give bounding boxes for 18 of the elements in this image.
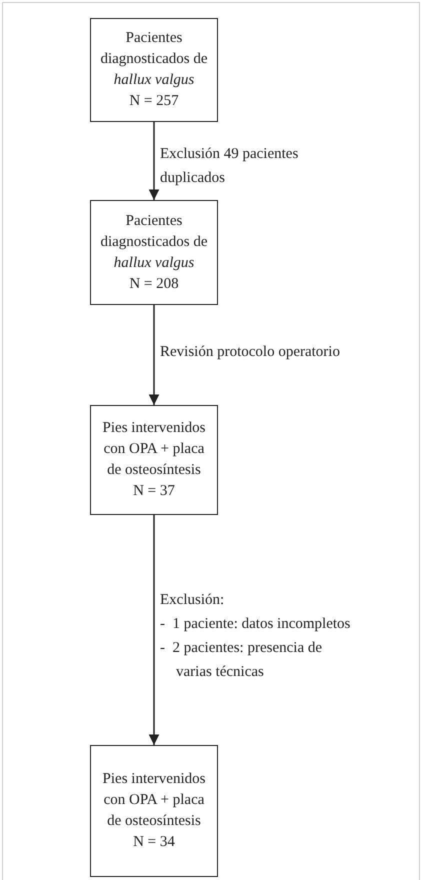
arrow	[148, 122, 160, 200]
box-title: Pies intervenidos con OPA + placa de osteosíntesis	[102, 419, 206, 480]
box-title: Pies intervenidos con OPA + placa de osteosíntesis	[102, 770, 206, 831]
process-box	[90, 200, 218, 305]
process-box	[90, 18, 218, 122]
count-text: N = 37	[133, 482, 175, 501]
process-box	[90, 745, 218, 877]
count-text: N = 257	[129, 92, 179, 111]
count-text: N = 208	[129, 274, 179, 294]
count-text: N = 34	[133, 833, 175, 852]
process-box	[90, 405, 218, 515]
box-title: Pacientes diagnosticados de hallux valgus	[99, 212, 209, 272]
edge-label: Revisión protocolo operatorio	[160, 343, 341, 362]
edge-label: Exclusión 49 pacientes duplicados	[160, 145, 300, 188]
box-title: Pacientes diagnosticados de hallux valgus	[99, 29, 209, 90]
edge-label: Exclusión: - 1 paciente: datos incompletos - 2 pacientes: presencia de varias técnicas	[160, 591, 352, 682]
arrow	[148, 305, 160, 405]
arrow	[148, 515, 160, 745]
